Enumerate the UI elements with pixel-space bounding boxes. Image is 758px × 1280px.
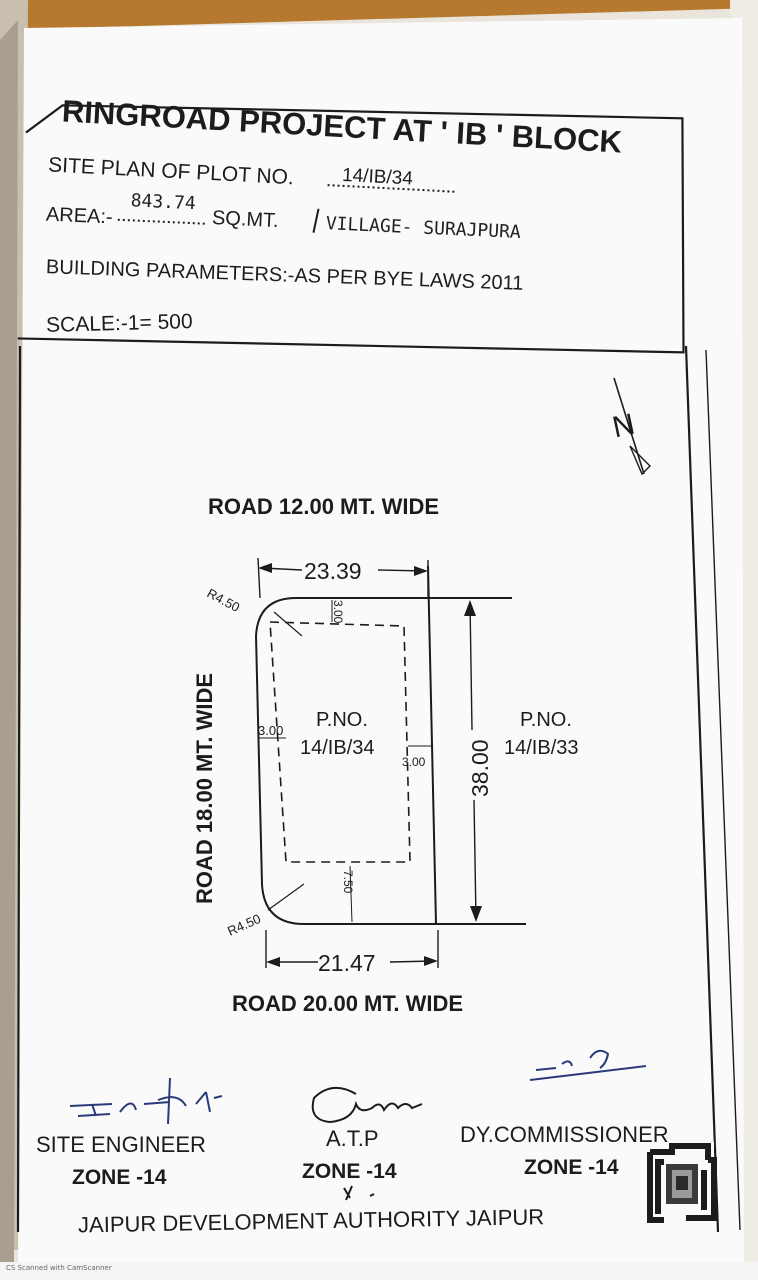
plot-number: 14/IB/34 — [342, 165, 414, 190]
depth-value: 38.00 — [467, 739, 493, 797]
commissioner-title: DY.COMMISSIONER — [460, 1122, 669, 1147]
paper-sheet — [18, 18, 744, 1262]
setback-left-value: 3.00 — [258, 723, 283, 738]
site-engineer-signature — [69, 1077, 223, 1125]
jda-emblem-icon — [647, 1142, 717, 1223]
page-edge-line — [705, 349, 741, 1231]
plot-boundary — [254, 597, 526, 925]
setback-top-value: 3.00 — [331, 600, 345, 624]
setback-bottom-value: 7.50 — [341, 870, 355, 894]
atp-zone: ZONE -14 — [302, 1160, 397, 1183]
plot-label: P.NO. — [316, 709, 368, 731]
commissioner-zone: ZONE -14 — [524, 1156, 619, 1179]
area-unit: SQ.MT. — [212, 207, 280, 232]
top-width-dimension: 23.39 — [257, 557, 429, 599]
scale-label: SCALE:-1= 500 — [46, 310, 193, 337]
top-width-value: 23.39 — [304, 558, 362, 584]
header-frame — [17, 104, 685, 354]
book-spine-left — [0, 20, 18, 1262]
plot-number-dotted-line — [327, 184, 458, 193]
atp-title: A.T.P — [326, 1126, 379, 1151]
road-left-label: ROAD 18.00 MT. WIDE — [192, 673, 217, 904]
desk-edge-top — [0, 0, 758, 30]
site-engineer-zone: ZONE -14 — [72, 1166, 167, 1189]
depth-dimension: 38.00 — [464, 600, 493, 922]
plot-id: 14/IB/34 — [300, 737, 375, 759]
setback-line — [269, 621, 411, 863]
adjacent-plot-label: P.NO. — [520, 709, 572, 731]
bottom-width-dimension: 21.47 — [265, 930, 439, 976]
header-panel — [17, 104, 685, 354]
road-bottom-label: ROAD 20.00 MT. WIDE — [232, 991, 463, 1016]
atp-signature — [311, 1087, 423, 1201]
site-engineer-title: SITE ENGINEER — [36, 1132, 206, 1157]
plot-party-wall — [427, 565, 437, 925]
area-value: 843.74 — [130, 190, 196, 214]
scan-footer-strip — [0, 1262, 758, 1280]
road-top-label: ROAD 12.00 MT. WIDE — [208, 494, 439, 519]
outer-border — [16, 345, 720, 1233]
adjacent-plot-id: 14/IB/33 — [504, 737, 579, 759]
scanner-watermark: CS Scanned with CamScanner — [6, 1264, 112, 1272]
setback-right-value: 3.00 — [402, 755, 426, 769]
bottom-width-value: 21.47 — [318, 950, 376, 976]
area-label: AREA:- — [45, 203, 113, 228]
commissioner-signature — [529, 1049, 647, 1081]
header-divider — [312, 208, 320, 233]
